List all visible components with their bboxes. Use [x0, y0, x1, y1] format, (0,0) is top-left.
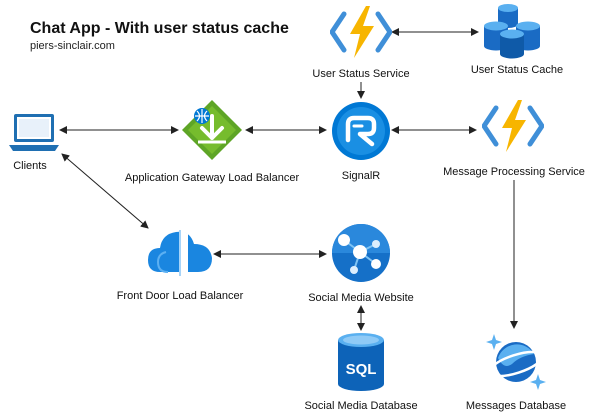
function-icon: [482, 100, 544, 152]
front-door-cloud-icon: [148, 230, 212, 276]
user-status-service-label: User Status Service: [312, 68, 410, 80]
database-stack-icon: [484, 4, 540, 59]
signalr-icon: [332, 102, 390, 160]
edge-clients-front-door: [61, 153, 149, 229]
diagram-subtitle: piers-sinclair.com: [30, 40, 115, 52]
signalr-label: SignalR: [341, 170, 381, 182]
user-status-cache-label: User Status Cache: [470, 64, 564, 76]
diagram-title: Chat App - With user status cache: [30, 20, 289, 37]
message-processing-label: Message Processing Service: [443, 166, 585, 178]
social-media-website-label: Social Media Website: [308, 292, 414, 304]
social-media-database-label: Social Media Database: [304, 400, 418, 412]
messages-database-label: Messages Database: [465, 400, 567, 412]
laptop-icon: [9, 114, 59, 151]
front-door-label: Front Door Load Balancer: [116, 290, 244, 302]
app-gateway-label: Application Gateway Load Balancer: [124, 172, 300, 184]
application-gateway-icon: [182, 100, 242, 160]
website-icon: [332, 224, 390, 282]
sql-database-icon: SQL: [338, 333, 384, 391]
sql-text: SQL: [346, 361, 377, 378]
clients-label: Clients: [13, 160, 47, 172]
function-icon: [330, 6, 392, 58]
cosmos-database-icon: [486, 334, 546, 390]
